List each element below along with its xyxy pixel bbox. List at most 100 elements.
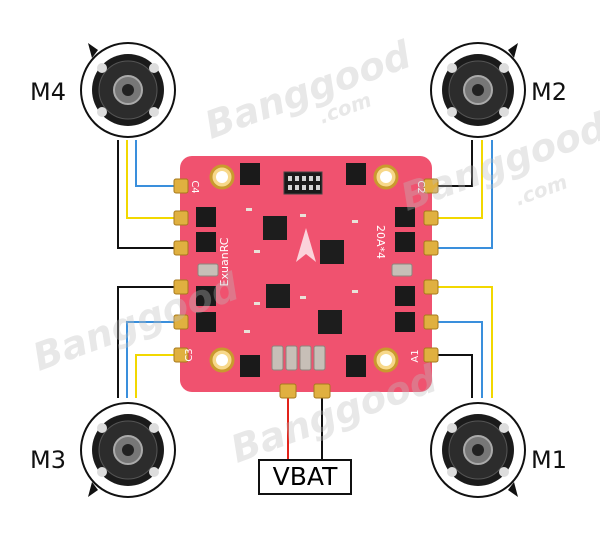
rotation-arrow-icon	[88, 43, 98, 58]
motor-hub-notch	[149, 63, 159, 73]
resistor	[352, 220, 358, 223]
pad-right-4	[423, 279, 439, 295]
pad-power-pos	[279, 383, 297, 399]
motor-hub-notch	[499, 107, 509, 117]
mcu	[263, 216, 287, 240]
motor-m1	[430, 402, 526, 498]
pad-power-neg	[313, 383, 331, 399]
vbat-label: VBAT	[258, 459, 352, 495]
capacitor	[313, 345, 326, 371]
rotation-arrow-icon	[88, 482, 98, 497]
pad-left-5	[173, 314, 189, 330]
motor-m3	[80, 402, 176, 498]
pad-left-6	[173, 347, 189, 363]
m3-wire-yellow	[135, 354, 180, 398]
pin	[295, 185, 299, 190]
mosfet	[395, 286, 415, 306]
motor-label-m3: M3	[30, 446, 66, 474]
motor-hub-notch	[447, 107, 457, 117]
mosfet	[346, 355, 366, 377]
pad-right-5	[423, 314, 439, 330]
motor-hub-notch	[499, 467, 509, 477]
pad-right-6	[423, 347, 439, 363]
pad-right-3	[423, 240, 439, 256]
m1-wire-blue	[432, 321, 483, 398]
mcu	[266, 284, 290, 308]
pin	[316, 176, 320, 181]
capacitor	[197, 263, 219, 277]
pin	[302, 176, 306, 181]
connector-pins	[288, 176, 320, 190]
mcu-chips	[263, 216, 344, 334]
resistor	[352, 290, 358, 293]
pad-left-1	[173, 178, 189, 194]
motor-hub-notch	[149, 467, 159, 477]
mcu	[318, 310, 342, 334]
mcu	[320, 240, 344, 264]
pad-left-2	[173, 210, 189, 226]
pad-label-a1: A1	[410, 349, 421, 362]
mosfet	[196, 286, 216, 306]
m1-wire-black	[432, 354, 473, 398]
motor-hub-notch	[149, 107, 159, 117]
mount-hole-bl-inner	[216, 354, 228, 366]
motor-rotation-ring	[430, 402, 526, 498]
m2-wire-blue	[432, 140, 493, 249]
motor-m2	[430, 42, 526, 138]
mosfet	[395, 232, 415, 252]
motor-hub-notch	[499, 63, 509, 73]
motor-hub-notch	[97, 107, 107, 117]
pcb	[180, 156, 432, 392]
mount-hole-tl-inner	[216, 171, 228, 183]
mosfets-edge	[240, 163, 366, 377]
motor-hub-notch	[499, 423, 509, 433]
mount-hole-br-inner	[380, 354, 392, 366]
pin	[302, 185, 306, 190]
motor-label-m1: M1	[531, 446, 567, 474]
m4-wire-yellow	[126, 140, 180, 219]
mosfet	[240, 355, 260, 377]
resistor	[244, 330, 250, 333]
rotation-arrow-icon	[508, 482, 518, 497]
pin	[288, 176, 292, 181]
pad-label-c3: C3	[184, 348, 195, 361]
motor-hub-notch	[149, 423, 159, 433]
mosfets-left	[196, 207, 216, 332]
pad-left-4	[173, 279, 189, 295]
motor-shaft	[122, 84, 134, 96]
solder-pads	[173, 178, 439, 399]
logo-arrow	[296, 228, 316, 262]
capacitor	[299, 345, 312, 371]
capacitor	[391, 263, 413, 277]
motor-hub-notch	[447, 63, 457, 73]
motor-wires	[117, 140, 493, 459]
motor-label-m2: M2	[531, 78, 567, 106]
motor-shaft	[472, 444, 484, 456]
resistor	[254, 250, 260, 253]
mosfet	[346, 163, 366, 185]
mosfet	[196, 232, 216, 252]
resistor	[246, 208, 252, 211]
motor-m4	[80, 42, 176, 138]
mosfet	[196, 207, 216, 227]
brand-silkscreen: ExuanRC	[218, 237, 231, 286]
m2-wire-black	[432, 140, 473, 187]
pin	[288, 185, 292, 190]
pin	[316, 185, 320, 190]
motor-rotation-ring	[430, 42, 526, 138]
mosfets-right	[395, 207, 415, 332]
m3-wire-blue	[126, 321, 180, 398]
pin	[309, 185, 313, 190]
esc-board: ExuanRC 20A*4 C4 C2 C3 A1	[173, 156, 439, 399]
rotation-arrow-icon	[508, 43, 518, 58]
motor-rotation-ring	[80, 402, 176, 498]
pad-right-1	[423, 178, 439, 194]
pin	[295, 176, 299, 181]
pad-label-c4: C4	[189, 180, 200, 193]
mosfet	[395, 207, 415, 227]
capacitors	[197, 263, 413, 371]
mount-hole-tr-inner	[380, 171, 392, 183]
m4-wire-blue	[135, 140, 180, 187]
